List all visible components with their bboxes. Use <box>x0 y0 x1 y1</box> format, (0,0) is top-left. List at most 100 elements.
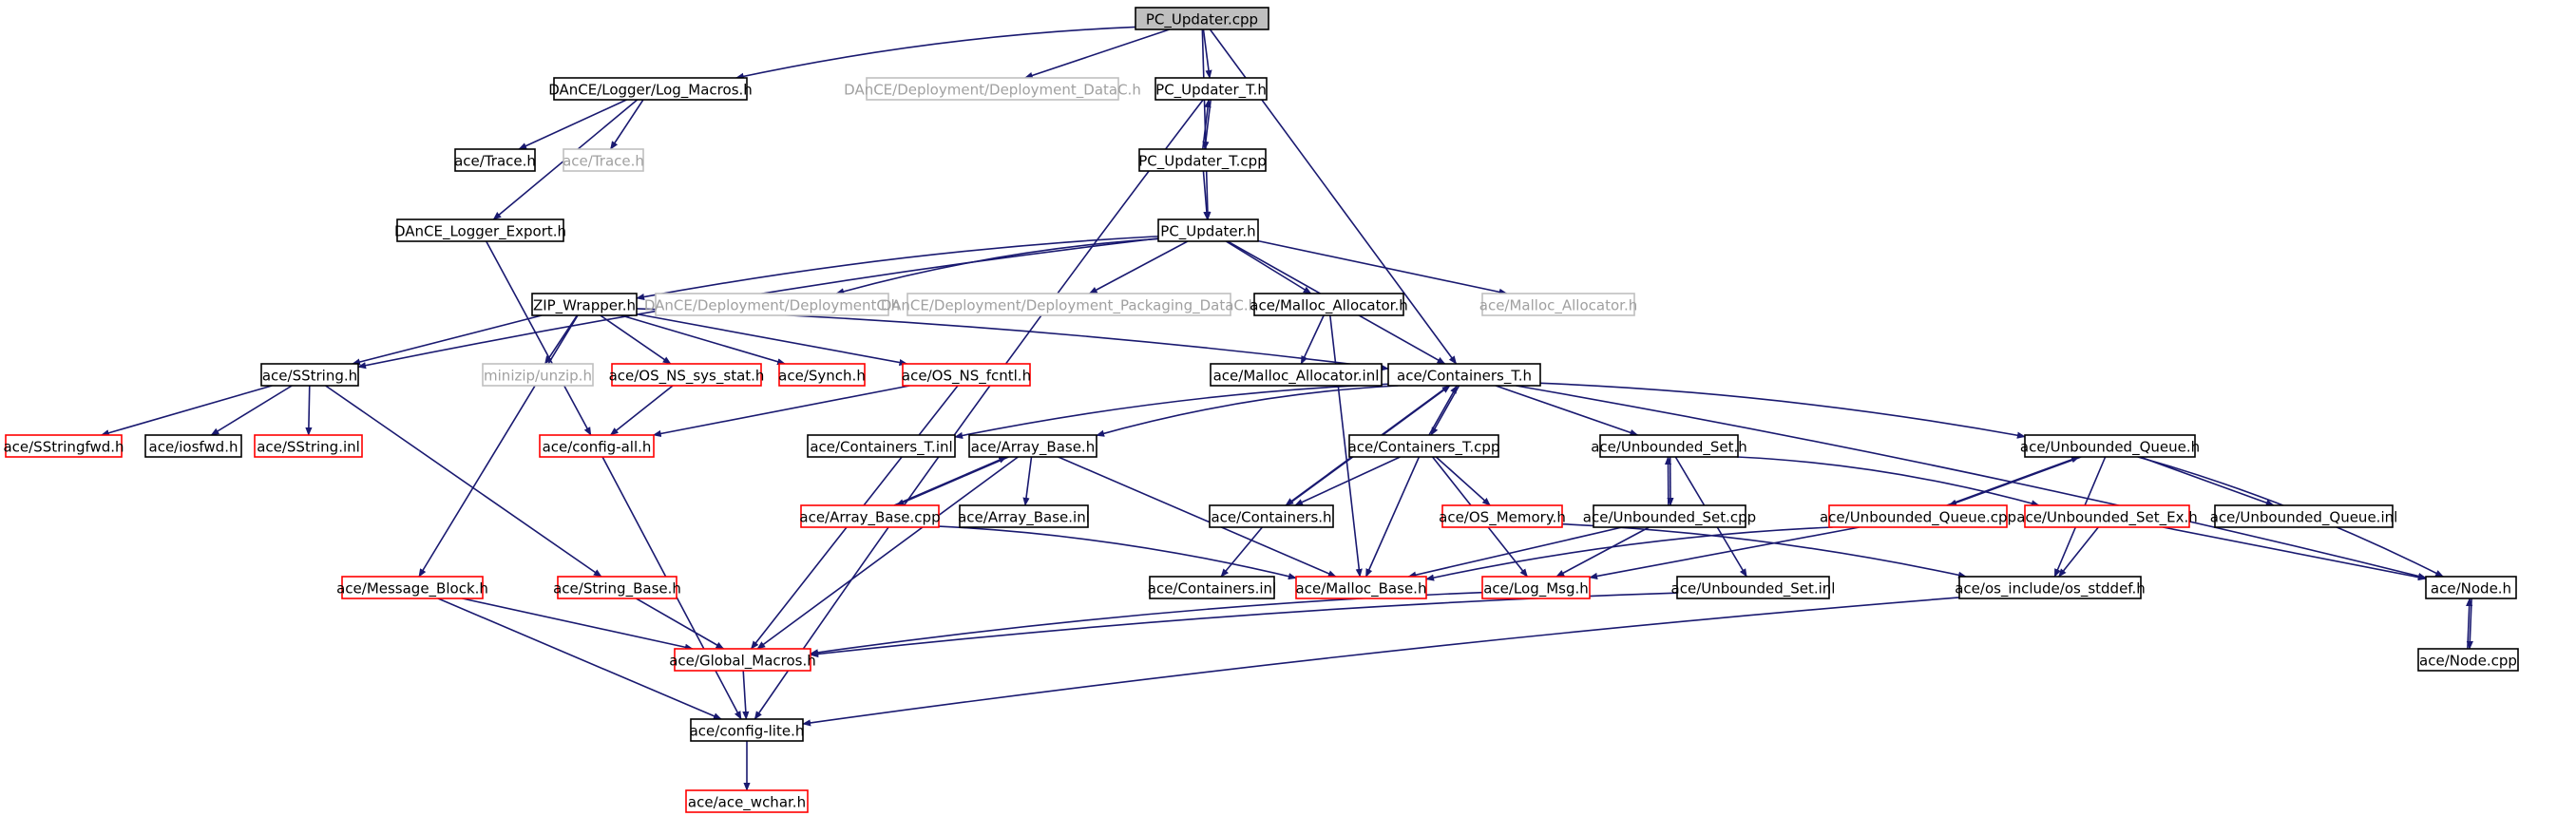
node-label: ace/Global_Macros.h <box>669 653 816 671</box>
edge-cont_t_h-to-unb_set_h <box>1495 385 1639 436</box>
node-box <box>454 148 536 172</box>
edge-arraybase_h-to-globalmacros <box>756 456 1019 650</box>
node-node-cpp[interactable]: ace/Node.cpp <box>2417 648 2519 672</box>
node-box <box>254 434 363 458</box>
node-label: ace/Unbounded_Set_Ex.h <box>2016 509 2197 527</box>
node-unb-q-inl[interactable]: ace/Unbounded_Queue.inl <box>2210 504 2398 528</box>
node-pcupd-h[interactable]: PC_Updater.h <box>1157 218 1259 242</box>
node-sstringfwd[interactable]: ace/SStringfwd.h <box>3 434 124 458</box>
node-pcupd-t-h[interactable]: PC_Updater_T.h <box>1154 77 1268 101</box>
edge-pcupd_h-to-malloc_alloc <box>1225 240 1312 294</box>
node-unb-set-inl[interactable]: ace/Unbounded_Set.inl <box>1671 576 1836 599</box>
node-label: ace/Containers.inl <box>1148 580 1276 598</box>
node-nsfcntl[interactable]: ace/OS_NS_fcntl.h <box>902 363 1031 387</box>
node-wchar[interactable]: ace/ace_wchar.h <box>685 789 809 813</box>
node-malloc-inl[interactable]: ace/Malloc_Allocator.inl <box>1210 363 1383 387</box>
node-osmemory[interactable]: ace/OS_Memory.h <box>1439 504 1566 528</box>
node-nsstat[interactable]: ace/OS_NS_sys_stat.h <box>609 363 765 387</box>
edge-sstring-to-sstring_inl <box>305 385 313 436</box>
node-box <box>1828 504 2008 528</box>
node-box <box>557 576 677 599</box>
edge-nsstat-to-configall <box>609 385 674 436</box>
node-box <box>1149 576 1275 599</box>
node-arraybase-inl[interactable]: ace/Array_Base.inl <box>958 504 1090 528</box>
node-depldatac[interactable]: DAnCE/Deployment/Deployment_DataC.h <box>844 77 1141 101</box>
node-label: PC_Updater.h <box>1160 223 1255 241</box>
node-malloc-alloc-ext[interactable]: ace/Malloc_Allocator.h <box>1479 293 1637 316</box>
node-box <box>539 434 655 458</box>
node-box <box>778 363 866 387</box>
node-box <box>1295 576 1427 599</box>
node-box <box>482 363 594 387</box>
node-label: PC_Updater_T.cpp <box>1138 153 1266 171</box>
node-containers-h[interactable]: ace/Containers.h <box>1209 504 1334 528</box>
edge-unb_set_inl-to-globalmacros <box>810 592 1678 658</box>
edge-unb_set_cpp-to-mallocbase <box>1407 526 1623 579</box>
edge-pcupd_cpp-to-logmacros <box>735 26 1136 80</box>
node-cont-t-cpp[interactable]: ace/Containers_T.cpp <box>1348 434 1500 458</box>
node-pcupd-t-cpp[interactable]: PC_Updater_T.cpp <box>1138 148 1267 172</box>
node-label: ace/Unbounded_Queue.inl <box>2210 509 2398 527</box>
node-pcupd-cpp[interactable]: PC_Updater.cpp <box>1135 7 1269 30</box>
node-configall[interactable]: ace/config-all.h <box>539 434 655 458</box>
node-cont-t-inl[interactable]: ace/Containers_T.inl <box>807 434 956 458</box>
edge-cont_t_cpp-to-containers_h <box>1294 456 1401 506</box>
node-cont-t-h[interactable]: ace/Containers_T.h <box>1387 363 1541 387</box>
node-cont-inl[interactable]: ace/Containers.inl <box>1148 576 1276 599</box>
node-sstring-inl[interactable]: ace/SString.inl <box>254 434 363 458</box>
node-trace[interactable]: ace/Trace.h <box>454 148 536 172</box>
node-box <box>1676 576 1830 599</box>
edge-zip-to-sstring <box>352 314 543 366</box>
node-node-h[interactable]: ace/Node.h <box>2425 576 2517 599</box>
node-unzip[interactable]: minizip/unzip.h <box>482 363 594 387</box>
edge-nsfcntl-to-configall <box>652 385 910 438</box>
node-sstring[interactable]: ace/SString.h <box>260 363 359 387</box>
node-label: ace/Synch.h <box>778 368 866 385</box>
edge-strbase-to-globalmacros <box>636 598 725 650</box>
edge-cont_t_cpp-to-osmemory <box>1435 456 1491 506</box>
node-box <box>2417 648 2519 672</box>
node-trace-ext[interactable]: ace/Trace.h <box>563 148 644 172</box>
edge-pcupd_t_h-to-configlite <box>754 99 1204 720</box>
node-box <box>5 434 123 458</box>
node-iosfwd[interactable]: ace/iosfwd.h <box>144 434 242 458</box>
node-deplc[interactable]: DAnCE/Deployment/DeploymentC.h <box>644 293 900 316</box>
node-logexport[interactable]: DAnCE_Logger_Export.h <box>394 218 566 242</box>
node-box <box>1958 576 2142 599</box>
node-zip[interactable]: ZIP_Wrapper.h <box>531 293 638 316</box>
node-arraybase-cpp[interactable]: ace/Array_Base.cpp <box>799 504 941 528</box>
node-unb-q-cpp[interactable]: ace/Unbounded_Queue.cpp <box>1820 504 2016 528</box>
node-mallocbase[interactable]: ace/Malloc_Base.h <box>1295 576 1427 599</box>
node-logmacros[interactable]: DAnCE/Logger/Log_Macros.h <box>548 77 753 101</box>
node-strbase[interactable]: ace/String_Base.h <box>553 576 681 599</box>
node-label: ace/Containers_T.cpp <box>1348 439 1500 457</box>
edge-cont_t_h-to-arraybase_h <box>1096 385 1399 437</box>
node-unb-q-h[interactable]: ace/Unbounded_Queue.h <box>2020 434 2200 458</box>
edge-unb_q_cpp-to-unb_q_h <box>1946 456 2080 506</box>
node-label: ace/Unbounded_Queue.cpp <box>1820 509 2016 527</box>
node-synch[interactable]: ace/Synch.h <box>778 363 866 387</box>
node-label: ace/SString.inl <box>257 439 360 456</box>
node-msgblock[interactable]: ace/Message_Block.h <box>336 576 488 599</box>
node-configlite[interactable]: ace/config-lite.h <box>690 718 805 742</box>
node-box <box>655 293 889 316</box>
node-osstddef[interactable]: ace/os_include/os_stddef.h <box>1955 576 2146 599</box>
node-unb-set-cpp[interactable]: ace/Unbounded_Set.cpp <box>1583 504 1756 528</box>
node-label: PC_Updater.cpp <box>1146 11 1258 29</box>
node-deplpkg[interactable]: DAnCE/Deployment/Deployment_Packaging_Da… <box>881 293 1257 316</box>
node-malloc-alloc[interactable]: ace/Malloc_Allocator.h <box>1250 293 1408 316</box>
node-box <box>674 648 811 672</box>
node-unb-setex[interactable]: ace/Unbounded_Set_Ex.h <box>2016 504 2198 528</box>
node-unb-set-h[interactable]: ace/Unbounded_Set.h <box>1591 434 1747 458</box>
node-logmsg[interactable]: ace/Log_Msg.h <box>1481 576 1591 599</box>
node-label: ace/Array_Base.cpp <box>799 509 940 527</box>
node-globalmacros[interactable]: ace/Global_Macros.h <box>669 648 816 672</box>
node-box <box>611 363 762 387</box>
edge-arraybase_h-to-mallocbase <box>1058 456 1337 578</box>
edge-zip-to-cont_t_h <box>636 308 1389 371</box>
node-box <box>563 148 644 172</box>
edge-pcupd_h-to-malloc_alloc_ext <box>1257 239 1508 295</box>
node-arraybase-h[interactable]: ace/Array_Base.h <box>968 434 1097 458</box>
node-label: ace/config-all.h <box>543 439 652 456</box>
node-box <box>959 504 1089 528</box>
